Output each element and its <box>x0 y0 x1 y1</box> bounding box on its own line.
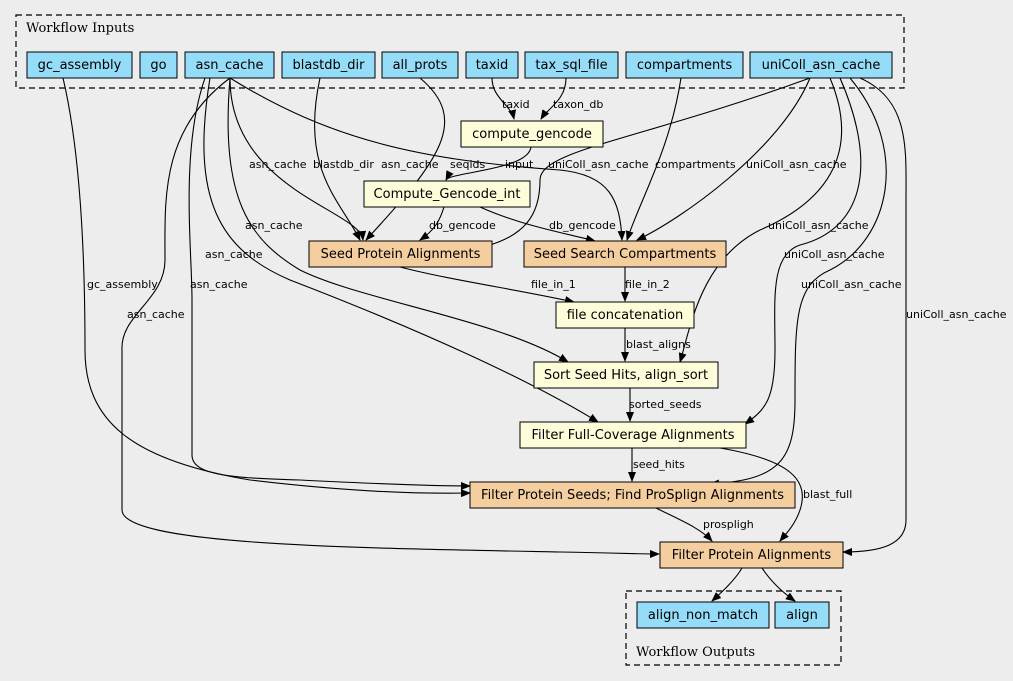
edge-label-asn-cache-5: asn_cache <box>190 278 248 291</box>
edge-label-seed-hits: seed_hits <box>633 458 685 471</box>
edge-asncache-seed-protein <box>229 77 367 241</box>
edge-label-db-gencode-2: db_gencode <box>549 219 616 232</box>
svg-text:tax_sql_file: tax_sql_file <box>535 58 607 73</box>
svg-text:go: go <box>150 58 166 73</box>
edge-asncache-filter-full <box>203 77 599 423</box>
svg-text:blastdb_dir: blastdb_dir <box>293 58 366 73</box>
edge-label-asn-cache-1: asn_cache <box>249 158 307 171</box>
svg-text:Filter Full-Coverage Alignment: Filter Full-Coverage Alignments <box>531 428 734 443</box>
svg-text:file concatenation: file concatenation <box>567 308 684 323</box>
edge-label-taxon-db: taxon_db <box>553 98 603 111</box>
edge-asncache-seed-search <box>229 77 626 241</box>
edge-label-seqids: seqids <box>450 158 486 171</box>
edge-label-input: input <box>505 158 534 171</box>
subworkflow-seed-search-compartments[interactable]: Seed Search Compartments <box>523 240 727 268</box>
svg-text:uniColl_asn_cache: uniColl_asn_cache <box>762 58 881 73</box>
svg-text:Compute_Gencode_int: Compute_Gencode_int <box>374 187 521 202</box>
input-node-unicoll-asn-cache[interactable]: uniColl_asn_cache <box>749 51 893 79</box>
svg-text:Filter Protein Seeds; Find Pro: Filter Protein Seeds; Find ProSplign Ali… <box>481 488 784 503</box>
edge-seed-protein-file-concat <box>399 266 575 304</box>
output-node-align-non-match[interactable]: align_non_match <box>636 601 770 629</box>
edge-allprots-seed-protein <box>365 77 446 241</box>
edge-label-unicoll-1: uniColl_asn_cache <box>548 158 649 171</box>
edge-input <box>445 145 532 181</box>
edge-filter-protein-align <box>761 567 796 602</box>
edge-label-file-in-2: file_in_2 <box>625 278 670 291</box>
edge-label-asn-cache-4: asn_cache <box>205 248 263 261</box>
svg-text:Sort Seed Hits, align_sort: Sort Seed Hits, align_sort <box>544 368 708 383</box>
svg-text:Seed Search Compartments: Seed Search Compartments <box>534 247 717 262</box>
input-node-go[interactable]: go <box>139 51 178 79</box>
step-compute-gencode[interactable]: compute_gencode <box>460 120 604 148</box>
edge-asncache-filter-protein <box>121 77 660 558</box>
input-node-blastdb-dir[interactable]: blastdb_dir <box>281 51 376 79</box>
output-node-align[interactable]: align <box>774 601 830 629</box>
input-node-gc-assembly[interactable]: gc_assembly <box>26 51 133 79</box>
svg-text:Filter Protein Alignments: Filter Protein Alignments <box>672 548 832 563</box>
edge-label-asn-cache-6: asn_cache <box>127 308 185 321</box>
edge-label-unicoll-2: uniColl_asn_cache <box>746 158 847 171</box>
edge-gcassembly-filter-seeds <box>62 77 471 498</box>
edge-taxon-db <box>540 77 567 120</box>
workflow-inputs-title: Workflow Inputs <box>26 21 134 36</box>
subworkflow-filter-protein-alignments[interactable]: Filter Protein Alignments <box>659 541 844 569</box>
edge-label-unicoll-3: uniColl_asn_cache <box>768 219 869 232</box>
step-filter-full-coverage[interactable]: Filter Full-Coverage Alignments <box>519 421 747 449</box>
svg-text:Seed Protein Alignments: Seed Protein Alignments <box>321 247 481 262</box>
edge-labels: taxid taxon_db input asn_cache blastdb_d… <box>87 98 1007 531</box>
workflow-outputs-cluster: Workflow Outputs <box>625 590 842 666</box>
edge-unicoll-filter-full <box>744 77 862 425</box>
edge-filter-full-filter-protein <box>719 447 803 542</box>
edge-label-prospligh: prospligh <box>703 518 754 531</box>
edge-unicoll-seed-search <box>636 77 811 241</box>
edge-label-taxid: taxid <box>502 98 530 111</box>
svg-text:gc_assembly: gc_assembly <box>38 58 122 73</box>
subworkflow-seed-protein-alignments[interactable]: Seed Protein Alignments <box>308 240 493 268</box>
edge-dbgencode-seed-protein <box>419 206 445 241</box>
edge-unicoll-filter-seeds <box>709 77 887 488</box>
svg-text:align: align <box>786 608 818 623</box>
edge-label-asn-cache-2: asn_cache <box>381 158 439 171</box>
svg-text:compartments: compartments <box>637 58 732 73</box>
edge-label-compartments: compartments <box>655 158 736 171</box>
svg-text:taxid: taxid <box>476 58 509 73</box>
input-node-all-prots[interactable]: all_prots <box>381 51 459 79</box>
edge-unicoll-seed-protein <box>467 77 811 253</box>
edge-compartments-seed-search <box>625 77 682 241</box>
step-compute-gencode-int[interactable]: Compute_Gencode_int <box>363 180 531 208</box>
edge-asncache-sort <box>227 77 569 363</box>
workflow-outputs-title: Workflow Outputs <box>636 645 755 660</box>
edge-label-blastdb-dir: blastdb_dir <box>313 158 374 171</box>
edge-unicoll-filter-protein <box>842 77 907 556</box>
svg-text:all_prots: all_prots <box>393 58 448 73</box>
input-node-asn-cache[interactable]: asn_cache <box>184 51 275 79</box>
edge-label-gc-assembly: gc_assembly <box>87 278 158 291</box>
edge-label-unicoll-6: uniColl_asn_cache <box>906 308 1007 321</box>
edge-label-asn-cache-3: asn_cache <box>245 219 303 232</box>
edge-label-file-in-1: file_in_1 <box>531 278 576 291</box>
svg-text:align_non_match: align_non_match <box>648 608 758 623</box>
edge-label-blast-aligns: blast_aligns <box>626 338 691 351</box>
edge-dbgencode-seed-search <box>479 206 596 243</box>
edge-label-unicoll-4: uniColl_asn_cache <box>784 248 885 261</box>
input-node-taxid[interactable]: taxid <box>465 51 519 79</box>
edge-taxid <box>491 77 517 120</box>
step-file-concatenation[interactable]: file concatenation <box>555 301 695 329</box>
step-sort-seed-hits[interactable]: Sort Seed Hits, align_sort <box>533 361 719 389</box>
edge-label-db-gencode-1: db_gencode <box>429 219 496 232</box>
svg-text:compute_gencode: compute_gencode <box>472 127 592 142</box>
workflow-inputs-cluster: Workflow Inputs <box>15 14 905 89</box>
svg-text:asn_cache: asn_cache <box>196 58 264 73</box>
input-node-compartments[interactable]: compartments <box>625 51 744 79</box>
edge-label-unicoll-5: uniColl_asn_cache <box>801 278 902 291</box>
edge-filter-protein-align-non-match <box>711 567 743 602</box>
edge-filter-seeds-filter-protein <box>655 507 713 542</box>
edge-blastdb-seed-protein <box>314 77 361 241</box>
input-node-tax-sql-file[interactable]: tax_sql_file <box>524 51 619 79</box>
edge-label-blast-full: blast_full <box>803 488 852 501</box>
edge-label-sorted-seeds: sorted_seeds <box>629 398 702 411</box>
subworkflow-filter-protein-seeds[interactable]: Filter Protein Seeds; Find ProSplign Ali… <box>469 481 796 509</box>
